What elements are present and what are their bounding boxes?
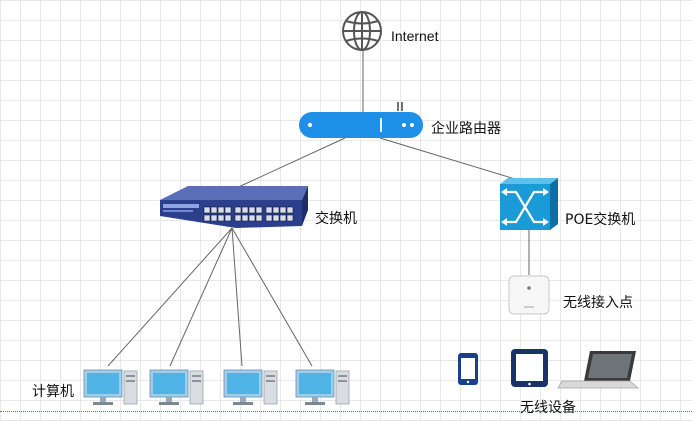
router-label: 企业路由器: [431, 121, 501, 137]
desktop-computer-icon: [223, 369, 278, 405]
desktop-computer-icon: [295, 369, 350, 405]
poe-switch-label: POE交换机: [565, 212, 636, 228]
desktop-computer-icon: [149, 369, 204, 405]
link-switch-pc3: [231, 227, 243, 367]
bottom-divider: [0, 411, 692, 412]
link-router-poe: [379, 137, 526, 183]
wireless-access-point-icon: [508, 275, 550, 315]
router-icon: [299, 102, 423, 138]
link-switch-pc2: [169, 227, 233, 367]
internet-label: Internet: [391, 28, 439, 44]
link-switch-pc4: [231, 227, 313, 367]
link-switch-pc1: [107, 227, 233, 367]
laptop-icon: [557, 351, 640, 389]
poe-switch-icon: [500, 178, 558, 230]
access-point-label: 无线接入点: [563, 295, 633, 311]
tablet-icon: [511, 349, 548, 387]
connection-lines: [107, 48, 530, 367]
phone-icon: [458, 353, 478, 385]
link-router-switch: [231, 137, 346, 191]
computers-label: 计算机: [32, 384, 74, 400]
desktop-computer-icon: [83, 369, 138, 405]
switch-label: 交换机: [315, 211, 357, 227]
network-switch-icon: [160, 186, 308, 228]
globe-icon: [342, 11, 382, 51]
computer-group: [83, 369, 350, 405]
wireless-devices-label: 无线设备: [520, 400, 576, 416]
